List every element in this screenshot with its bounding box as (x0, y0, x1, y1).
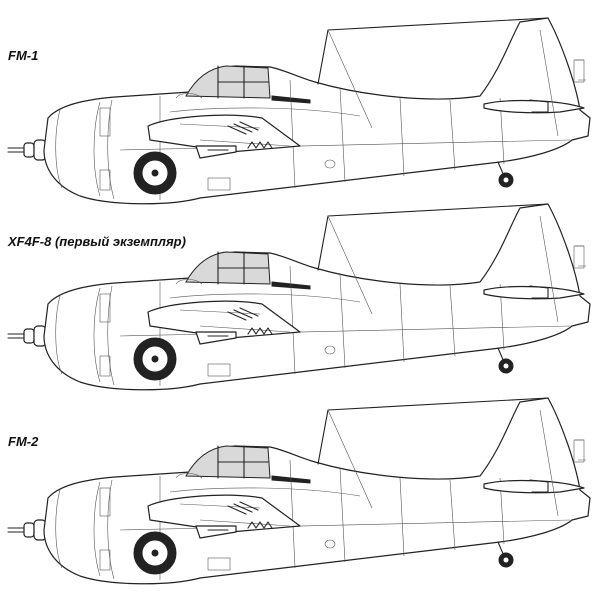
view-label: FM-1 (8, 48, 38, 63)
view-label: FM-2 (8, 434, 39, 449)
aircraft-profile (7, 203, 591, 391)
view-label: XF4F-8 (первый экземпляр) (7, 234, 186, 249)
view-fm-2: FM-2 (7, 397, 591, 585)
view-fm-1: FM-1 (7, 17, 591, 205)
aircraft-profile (7, 397, 591, 585)
aircraft-profile (7, 17, 591, 205)
view-xf4f-8: XF4F-8 (первый экземпляр) (7, 203, 591, 391)
